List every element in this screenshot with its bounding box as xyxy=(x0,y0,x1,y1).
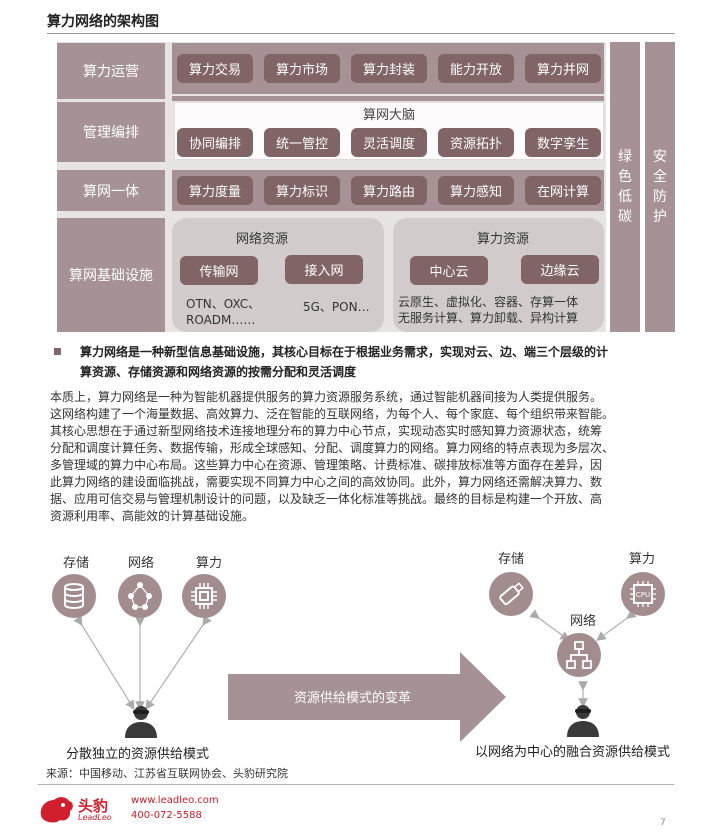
cpu-icon: CPU xyxy=(621,572,665,616)
row-label-orchestration: 管理编排 xyxy=(57,102,165,162)
compute-detail-serverless: 无服务计算、算力卸载、异构计算 xyxy=(398,311,579,325)
right-label-storage: 存储 xyxy=(498,552,525,567)
right-label-network: 网络 xyxy=(570,614,597,629)
paragraph-line: 多管理域的算力中心布局。这些算力中心在资源、管理策略、计费标准、碳排放标准等方面… xyxy=(50,458,603,472)
green-char-2: 色 xyxy=(618,169,632,185)
paragraph-line: 此算力网络的建设面临挑战，需要实现不同算力中心之间的高效协同。此外，算力网络还需… xyxy=(50,475,603,489)
user-icon xyxy=(125,706,157,738)
page-number: 7 xyxy=(660,818,666,828)
left-label-compute: 算力 xyxy=(196,556,223,571)
paragraph-line: 资源利用率、高能效的计算基础设施。 xyxy=(50,509,255,523)
transformation-arrow xyxy=(228,652,506,742)
chip-flexible-scheduling: 灵活调度 xyxy=(351,128,427,157)
body-paragraph: 本质上，算力网络是一种为智能机器提供服务的算力资源服务系统，通过智能机器间接为人… xyxy=(50,389,690,525)
chip-in-network-compute: 在网计算 xyxy=(525,176,601,205)
security-char-1: 安 xyxy=(653,149,667,165)
left-caption: 分散独立的资源供给模式 xyxy=(66,747,210,762)
compute-resources-title: 算力资源 xyxy=(477,232,530,247)
key-statement-line: 算力网络是一种新型信息基础设施，其核心目标在于根据业务需求，实现对云、边、端三个… xyxy=(80,345,609,359)
chip-compute-packaging: 算力封装 xyxy=(351,54,427,83)
bullet-marker xyxy=(54,348,61,355)
security-char-3: 防 xyxy=(653,189,667,205)
right-caption: 以网络为中心的融合资源供给模式 xyxy=(475,745,671,760)
title-divider xyxy=(47,33,675,34)
green-char-4: 碳 xyxy=(618,209,632,225)
chip-icon xyxy=(182,574,226,618)
chip-compute-trading: 算力交易 xyxy=(177,54,253,83)
green-low-carbon-bar: 绿 色 低 碳 xyxy=(610,42,640,332)
user-icon xyxy=(567,705,599,737)
source-note: 来源：中国移动、江苏省互联网协会、头豹研究院 xyxy=(46,767,288,780)
chip-resource-topology: 资源拓扑 xyxy=(438,128,514,157)
row-label-infrastructure: 算网基础设施 xyxy=(57,218,165,332)
network-detail-otn: OTN、OXC、 xyxy=(186,297,261,311)
phone-text: 400-072-5588 xyxy=(131,810,202,821)
diagram-connectors xyxy=(73,609,637,711)
row-label-operation: 算力运营 xyxy=(57,43,165,99)
paragraph-line: 其核心思想在于通过新型网络技术连接地理分布的算力中心节点，实现动态实时感知算力资… xyxy=(50,424,603,438)
security-char-4: 护 xyxy=(653,209,667,225)
compute-detail-cloud-native: 云原生、虚拟化、容器、存算一体 xyxy=(398,295,579,309)
website-text: www.leadleo.com xyxy=(131,795,219,806)
chip-digital-twin: 数字孪生 xyxy=(525,128,601,157)
chip-unified-control: 统一管控 xyxy=(264,128,340,157)
chip-compute-grid: 算力并网 xyxy=(525,54,601,83)
row-label-integration: 算网一体 xyxy=(57,170,165,211)
security-protection-bar: 安 全 防 护 xyxy=(645,42,675,332)
chip-collab-orchestration: 协同编排 xyxy=(177,128,253,157)
left-label-network: 网络 xyxy=(128,556,155,571)
network-detail-roadm: ROADM…… xyxy=(186,313,256,327)
key-statement-line: 算资源、存储资源和网络资源的按需分配和灵活调度 xyxy=(80,365,357,379)
key-statement: 算力网络是一种新型信息基础设施，其核心目标在于根据业务需求，实现对云、边、端三个… xyxy=(80,342,680,382)
network-detail-5g: 5G、PON… xyxy=(303,300,370,314)
chip-compute-market: 算力市场 xyxy=(264,54,340,83)
page-title: 算力网络的架构图 xyxy=(47,14,159,30)
paragraph-line: 本质上，算力网络是一种为智能机器提供服务的算力资源服务系统，通过智能机器间接为人… xyxy=(50,390,603,404)
footer-divider xyxy=(38,784,674,785)
leadleo-logo-icon xyxy=(40,797,73,823)
database-icon xyxy=(52,574,96,618)
right-label-compute: 算力 xyxy=(629,552,656,567)
chip-central-cloud: 中心云 xyxy=(410,256,488,285)
chip-compute-routing: 算力路由 xyxy=(351,176,427,205)
paragraph-line: 分配和调度计算任务、数据传输，形成全球感知、分配、调度算力的网络。算力网络的特点… xyxy=(50,441,615,455)
network-resources-title: 网络资源 xyxy=(236,232,289,247)
chip-compute-identity: 算力标识 xyxy=(264,176,340,205)
green-char-3: 低 xyxy=(618,189,632,205)
arrow-label: 资源供给模式的变革 xyxy=(294,691,412,706)
usb-drive-icon xyxy=(489,572,533,616)
brain-header: 算网大脑 xyxy=(362,108,415,123)
orchestration-top-band xyxy=(172,96,604,101)
cpu-text: CPU xyxy=(636,591,650,599)
chip-compute-metering: 算力度量 xyxy=(177,176,253,205)
left-label-storage: 存储 xyxy=(63,556,90,571)
chip-compute-sensing: 算力感知 xyxy=(438,176,514,205)
paragraph-line: 这网络构建了一个海量数据、高效算力、泛在智能的互联网络，为每个人、每个家庭、每个… xyxy=(50,407,615,421)
chip-access-network: 接入网 xyxy=(285,255,363,284)
green-char-1: 绿 xyxy=(618,149,632,165)
brand-subtitle: LeadLeo xyxy=(78,813,112,822)
chip-edge-cloud: 边缘云 xyxy=(521,255,599,284)
brand-name: 头豹 xyxy=(78,797,109,815)
people-network-icon xyxy=(118,574,162,618)
network-nodes-icon xyxy=(557,633,601,677)
chip-transport-network: 传输网 xyxy=(180,256,258,285)
chip-capability-opening: 能力开放 xyxy=(438,54,514,83)
security-char-2: 全 xyxy=(653,169,667,185)
paragraph-line: 据、应用可信交易与管理机制设计的问题，以及缺乏一体化标准等挑战。最终的目标是构建… xyxy=(50,492,603,506)
